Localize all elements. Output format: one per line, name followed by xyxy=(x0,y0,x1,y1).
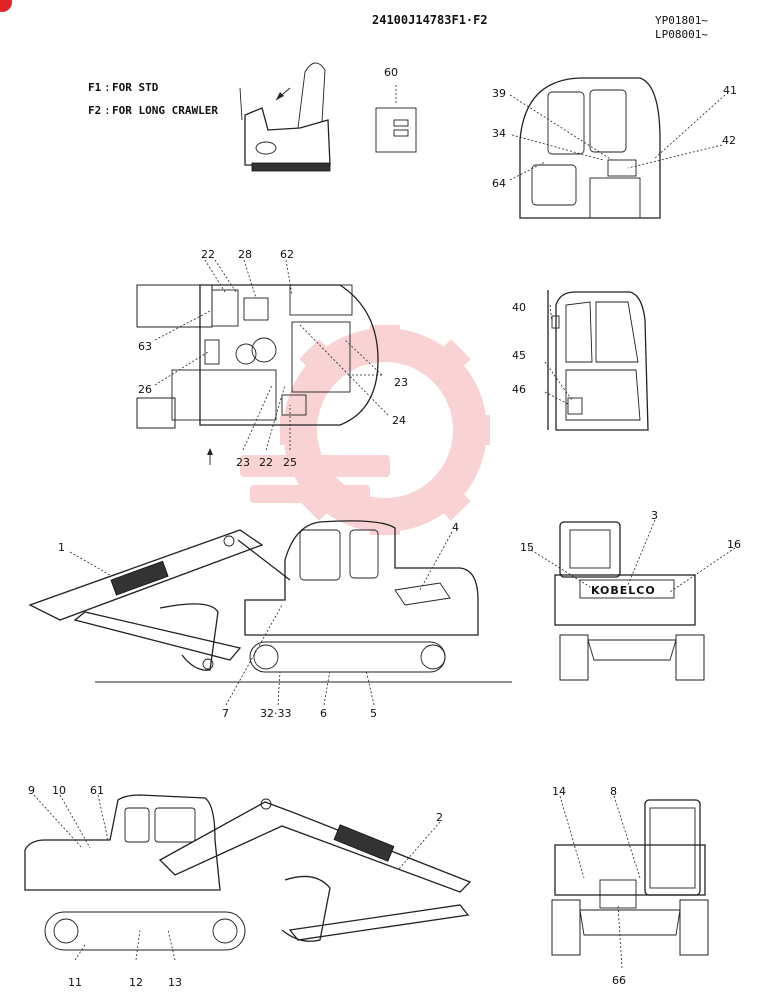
callout-26: 26 xyxy=(138,383,152,396)
callout-41: 41 xyxy=(723,84,737,97)
note-f2-colon: : xyxy=(104,104,111,117)
callouts: 39 41 34 42 64 60 22 28 62 63 26 23 24 2… xyxy=(28,66,741,989)
excavator-side-view-2 xyxy=(24,794,472,951)
callout-24: 24 xyxy=(392,414,406,427)
callout-15: 15 xyxy=(520,541,534,554)
excavator-side-view-1 xyxy=(28,520,512,683)
callout-46: 46 xyxy=(512,383,526,396)
callout-5: 5 xyxy=(370,707,377,720)
callout-62: 62 xyxy=(280,248,294,261)
callout-28: 28 xyxy=(238,248,252,261)
callout-6: 6 xyxy=(320,707,327,720)
callout-13: 13 xyxy=(168,976,182,989)
leader-lines xyxy=(33,94,736,969)
serial-range-2: LP08001~ xyxy=(655,28,708,41)
callout-8: 8 xyxy=(610,785,617,798)
rear-view-2 xyxy=(551,799,709,956)
callout-63: 63 xyxy=(138,340,152,353)
note-f1-code: F1 xyxy=(88,81,102,94)
callout-3: 3 xyxy=(651,509,658,522)
callout-22-top: 22 xyxy=(201,248,215,261)
cab-door-view xyxy=(547,290,649,431)
decal-60 xyxy=(375,85,417,153)
callout-22-bottom: 22 xyxy=(259,456,273,469)
callout-23-bottom: 23 xyxy=(236,456,250,469)
note-f1-text: FOR STD xyxy=(112,81,159,94)
callout-7: 7 xyxy=(222,707,229,720)
serial-range-1: YP01801~ xyxy=(655,14,708,27)
callout-11: 11 xyxy=(68,976,82,989)
callout-23-right: 23 xyxy=(394,376,408,389)
callout-10: 10 xyxy=(52,784,66,797)
note-f1-colon: : xyxy=(104,81,111,94)
rear-view-1: KOBELCO xyxy=(554,521,705,681)
plan-view xyxy=(136,284,379,465)
corner-badge xyxy=(0,0,12,12)
callout-42: 42 xyxy=(722,134,736,147)
callout-1: 1 xyxy=(58,541,65,554)
callout-32-33: 32·33 xyxy=(260,707,292,720)
part-number: 24100J14783F1·F2 xyxy=(372,13,488,27)
brand-label: KOBELCO xyxy=(591,584,656,597)
cab-front-view xyxy=(519,77,661,219)
note-f2-text: FOR LONG CRAWLER xyxy=(112,104,218,117)
callout-34: 34 xyxy=(492,127,506,140)
callout-66: 66 xyxy=(612,974,626,987)
callout-45: 45 xyxy=(512,349,526,362)
callout-64: 64 xyxy=(492,177,506,190)
callout-25: 25 xyxy=(283,456,297,469)
callout-16: 16 xyxy=(727,538,741,551)
callout-40: 40 xyxy=(512,301,526,314)
seat-view xyxy=(239,62,331,172)
callout-61: 61 xyxy=(90,784,104,797)
note-f2-code: F2 xyxy=(88,104,101,117)
callout-2: 2 xyxy=(436,811,443,824)
callout-14: 14 xyxy=(552,785,566,798)
callout-9: 9 xyxy=(28,784,35,797)
callout-39: 39 xyxy=(492,87,506,100)
callout-60: 60 xyxy=(384,66,398,79)
callout-4: 4 xyxy=(452,521,459,534)
watermark-gear-icon xyxy=(240,325,490,535)
callout-12: 12 xyxy=(129,976,143,989)
